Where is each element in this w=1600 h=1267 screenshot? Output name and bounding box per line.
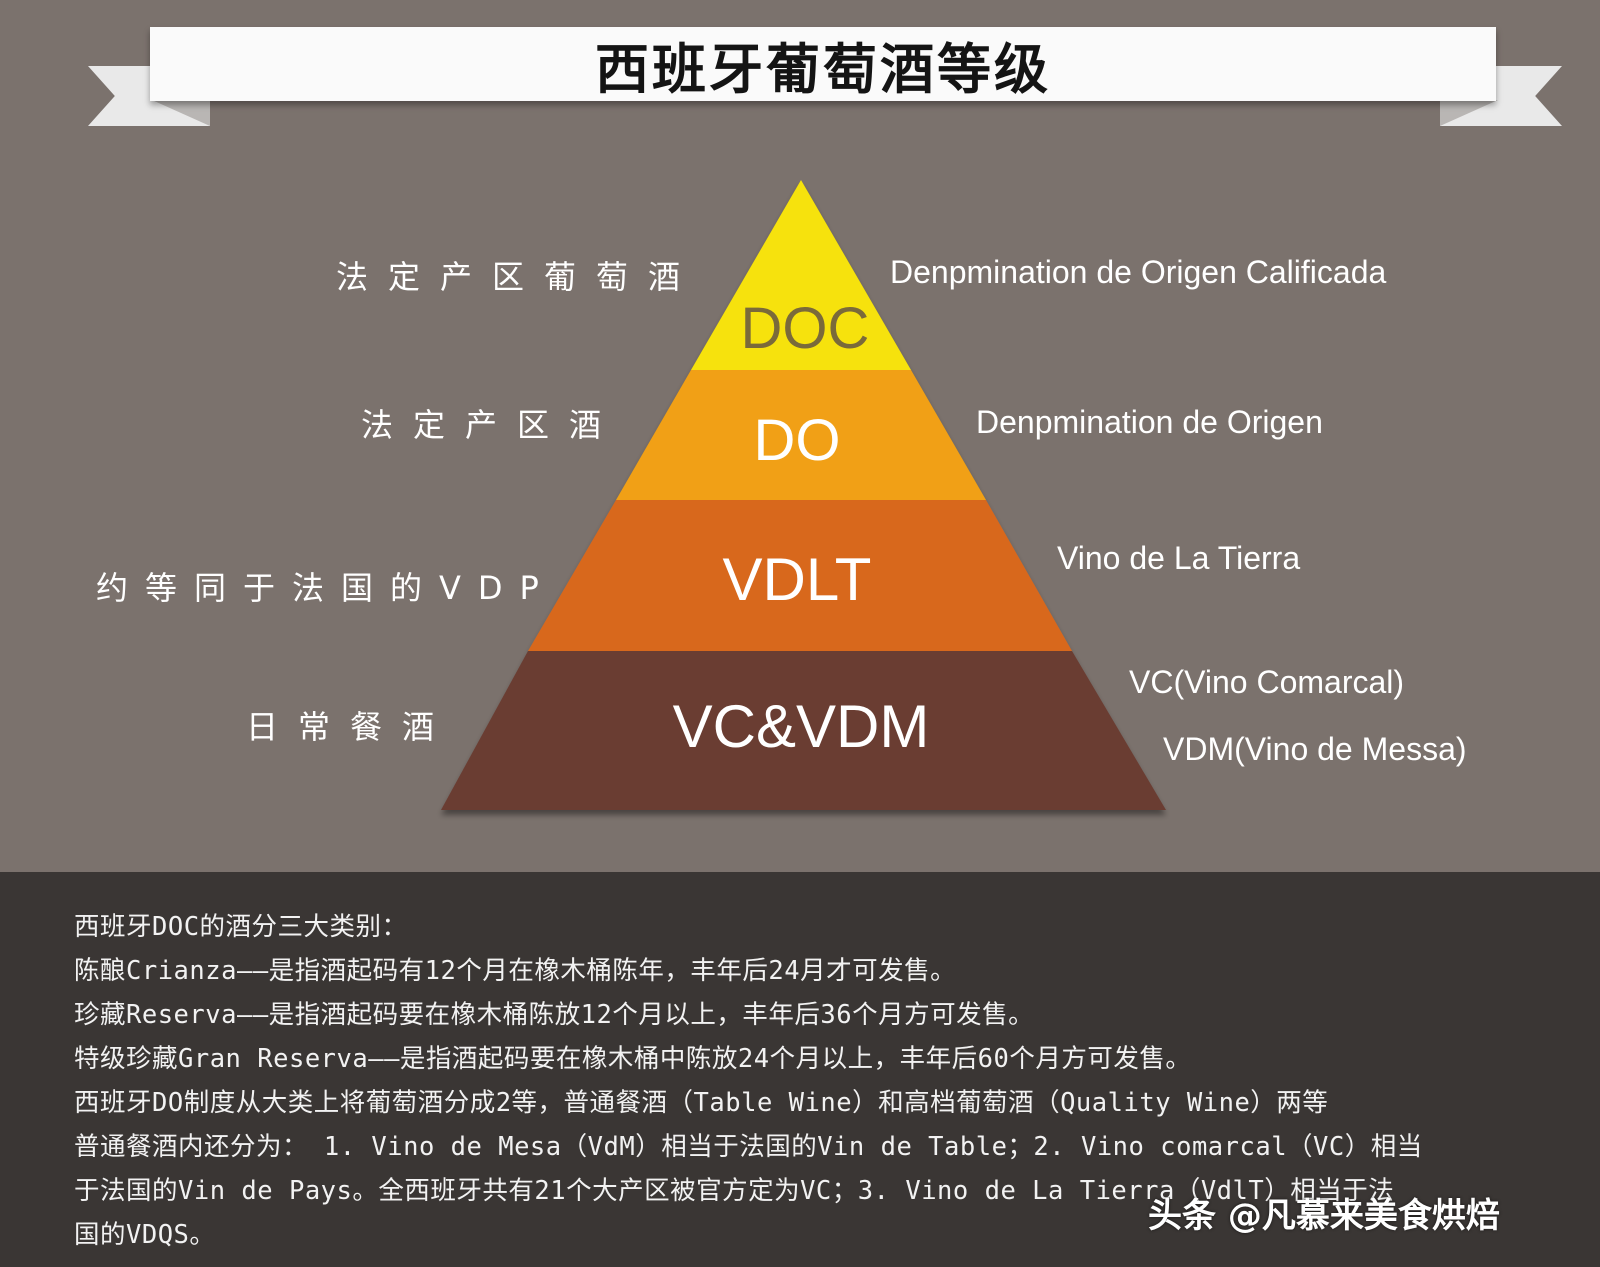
- level-do-code: DO: [754, 408, 841, 473]
- page-title: 西班牙葡萄酒等级: [595, 37, 1051, 101]
- title-banner: 西班牙葡萄酒等级: [150, 27, 1496, 101]
- level-vcvdm-code: VC&VDM: [673, 693, 930, 760]
- level-vdlt-band: [528, 500, 1072, 651]
- description-panel: 西班牙DOC的酒分三大类别： 陈酿Crianza——是指酒起码有12个月在橡木桶…: [0, 872, 1600, 1267]
- level-vdlt-cn-label: 约等同于法国的VDP: [96, 569, 556, 607]
- watermark: 头条 @凡慕来美食烘焙: [1148, 1196, 1500, 1236]
- level-vdm-en-label: VDM(Vino de Messa): [1163, 731, 1467, 767]
- level-vdlt-code: VDLT: [723, 546, 872, 613]
- level-do-band: [616, 370, 986, 500]
- level-doc-code: DOC: [741, 296, 870, 361]
- description-line: 普通餐酒内还分为： 1. Vino de Mesa（VdM）相当于法国的Vin …: [74, 1132, 1423, 1162]
- level-vcvdm-cn-label: 日常餐酒: [246, 708, 455, 746]
- level-vc-en-label: VC(Vino Comarcal): [1129, 664, 1405, 700]
- level-do-en-label: Denpmination de Origen: [976, 404, 1323, 440]
- description-line: 西班牙DOC的酒分三大类别：: [74, 912, 408, 942]
- description-line: 国的VDQS。: [74, 1220, 216, 1250]
- level-doc-band: [691, 180, 911, 370]
- description-line: 特级珍藏Gran Reserva——是指酒起码要在橡木桶中陈放24个月以上，丰年…: [74, 1044, 1192, 1074]
- level-vdlt-en-label: Vino de La Tierra: [1057, 540, 1301, 576]
- level-vcvdm-band: [441, 651, 1166, 810]
- description-line: 西班牙DO制度从大类上将葡萄酒分成2等，普通餐酒（Table Wine）和高档葡…: [74, 1088, 1329, 1118]
- level-doc-cn-label: 法定产区葡萄酒: [336, 258, 701, 296]
- description-line: 陈酿Crianza——是指酒起码有12个月在橡木桶陈年，丰年后24月才可发售。: [74, 956, 957, 986]
- level-do-cn-label: 法定产区酒: [361, 406, 622, 444]
- diagram-area: 西班牙葡萄酒等级 DOC DO VDLT VC&VDM 法定产区葡萄酒 法定产区…: [88, 27, 1562, 810]
- level-doc-en-label: Denpmination de Origen Calificada: [890, 254, 1387, 290]
- description-line: 于法国的Vin de Pays。全西班牙共有21个大产区被官方定为VC；3. V…: [74, 1176, 1395, 1206]
- description-line: 珍藏Reserva——是指酒起码要在橡木桶陈放12个月以上，丰年后36个月方可发…: [74, 1000, 1035, 1030]
- wine-pyramid: DOC DO VDLT VC&VDM: [441, 180, 1166, 810]
